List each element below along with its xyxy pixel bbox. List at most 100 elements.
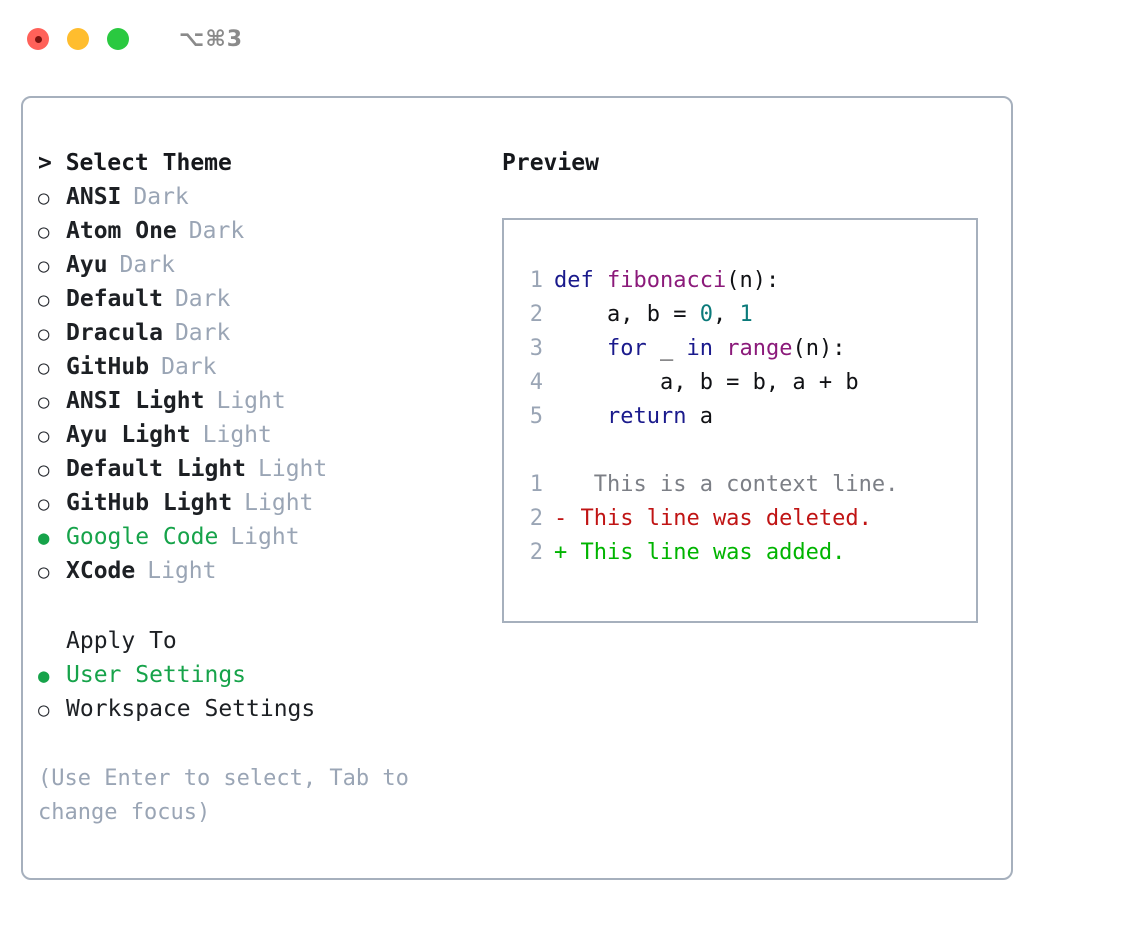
line-number: 2	[529, 302, 543, 327]
apply-to-section: Apply To ● User Settings ○ Workspace Settin…	[38, 624, 493, 726]
apply-option-label: User Settings	[66, 662, 247, 688]
line-number: 4	[529, 370, 543, 395]
code-token-pl: (n):	[726, 268, 780, 293]
theme-option-label: Default	[66, 286, 163, 312]
line-number: 5	[529, 404, 543, 429]
code-token-pl	[594, 268, 607, 293]
theme-option-label: Google Code	[66, 524, 219, 550]
theme-variant-tag: Dark	[174, 320, 231, 346]
radio-unselected-icon: ○	[38, 493, 50, 515]
theme-option-label: Ayu Light	[66, 422, 191, 448]
theme-option-label: GitHub Light	[66, 490, 233, 516]
theme-variant-tag: Dark	[161, 354, 217, 380]
code-token-fn: range	[726, 336, 793, 361]
code-token-num: 1	[739, 302, 753, 327]
radio-selected-icon: ●	[38, 527, 50, 549]
diff-sample: 1 This is a context line. 2 - This line wa…	[520, 468, 976, 570]
theme-option-label: Default Light	[66, 456, 247, 482]
code-token-pl: (n):	[792, 336, 846, 361]
diff-line-del: 2 - This line was deleted.	[520, 502, 976, 536]
radio-unselected-icon: ○	[38, 699, 50, 721]
diff-line-text: + This line was added.	[554, 540, 846, 565]
apply-to-header: Apply To	[66, 628, 177, 654]
theme-option-google-code[interactable]: ● Google Code Light	[38, 520, 493, 554]
code-token-pl	[554, 336, 607, 361]
keyboard-hint-text: (Use Enter to select, Tab to change focu…	[38, 766, 423, 825]
diff-line-ctx: 1 This is a context line.	[520, 468, 976, 502]
theme-option-label: ANSI	[66, 184, 122, 210]
code-token-kw: return	[606, 404, 687, 429]
diff-line-text: This is a context line.	[554, 472, 899, 497]
code-line-text: a, b = b, a + b	[554, 366, 859, 400]
code-line: 5 return a	[520, 400, 976, 434]
radio-unselected-icon: ○	[38, 187, 50, 209]
radio-unselected-icon: ○	[38, 289, 50, 311]
code-diff-spacer	[520, 434, 976, 468]
radio-unselected-icon: ○	[38, 459, 50, 481]
radio-unselected-icon: ○	[38, 561, 50, 583]
diff-line-add: 2+ This line was added.	[520, 536, 976, 570]
apply-option-workspace-settings[interactable]: ○ Workspace Settings	[38, 692, 493, 726]
code-token-pl	[713, 336, 726, 361]
code-line-text: def fibonacci(n):	[554, 264, 779, 298]
code-line: 1 def fibonacci(n):	[520, 264, 976, 298]
code-token-kw: in	[686, 336, 713, 361]
diff-line-text: - This line was deleted.	[554, 506, 872, 531]
radio-unselected-icon: ○	[38, 391, 50, 413]
theme-variant-tag: Dark	[119, 252, 175, 278]
code-token-kw: def	[554, 268, 594, 293]
theme-variant-tag: Light	[147, 558, 217, 584]
line-number: 2	[529, 506, 543, 531]
zoom-button-icon[interactable]	[107, 28, 129, 50]
theme-option-xcode[interactable]: ○ XCode Light	[38, 554, 493, 588]
code-line: 3 for _ in range(n):	[520, 332, 976, 366]
theme-option-label: ANSI Light	[66, 388, 205, 414]
theme-variant-tag: Light	[258, 456, 328, 482]
code-token-pl: _	[646, 336, 687, 361]
theme-option-dracula[interactable]: ○ Dracula Dark	[38, 316, 493, 350]
apply-option-user-settings[interactable]: ● User Settings	[38, 658, 493, 692]
radio-selected-icon: ●	[38, 665, 50, 687]
minimize-button-icon[interactable]	[67, 28, 89, 50]
theme-option-default-light[interactable]: ○ Default Light Light	[38, 452, 493, 486]
theme-option-label: XCode	[66, 558, 136, 584]
code-token-kw: for	[606, 336, 647, 361]
theme-option-ansi-light[interactable]: ○ ANSI Light Light	[38, 384, 493, 418]
title-bar: ⌥⌘3	[0, 0, 1140, 78]
theme-variant-tag: Dark	[188, 218, 245, 244]
code-token-pl: ,	[712, 302, 740, 327]
theme-option-label: Dracula	[66, 320, 163, 346]
theme-option-label: Atom One	[66, 218, 177, 244]
apply-to-option-list[interactable]: ● User Settings ○ Workspace Settings	[38, 658, 493, 726]
code-line-text: return a	[554, 400, 713, 434]
line-number: 1	[529, 472, 543, 497]
preview-title: Preview	[502, 150, 599, 176]
radio-unselected-icon: ○	[38, 323, 50, 345]
theme-variant-tag: Light	[216, 388, 286, 414]
select-theme-header: > Select Theme	[38, 150, 232, 176]
code-line: 2 a, b = 0, 1	[520, 298, 976, 332]
radio-unselected-icon: ○	[38, 357, 50, 379]
keyboard-shortcut-label: ⌥⌘3	[179, 26, 244, 52]
apply-option-label: Workspace Settings	[66, 696, 316, 722]
line-number: 3	[529, 336, 543, 361]
theme-variant-tag: Light	[230, 524, 300, 550]
close-button-icon[interactable]	[27, 28, 49, 50]
line-number: 1	[529, 268, 543, 293]
window-controls	[27, 28, 129, 50]
theme-option-label: Ayu	[66, 252, 108, 278]
